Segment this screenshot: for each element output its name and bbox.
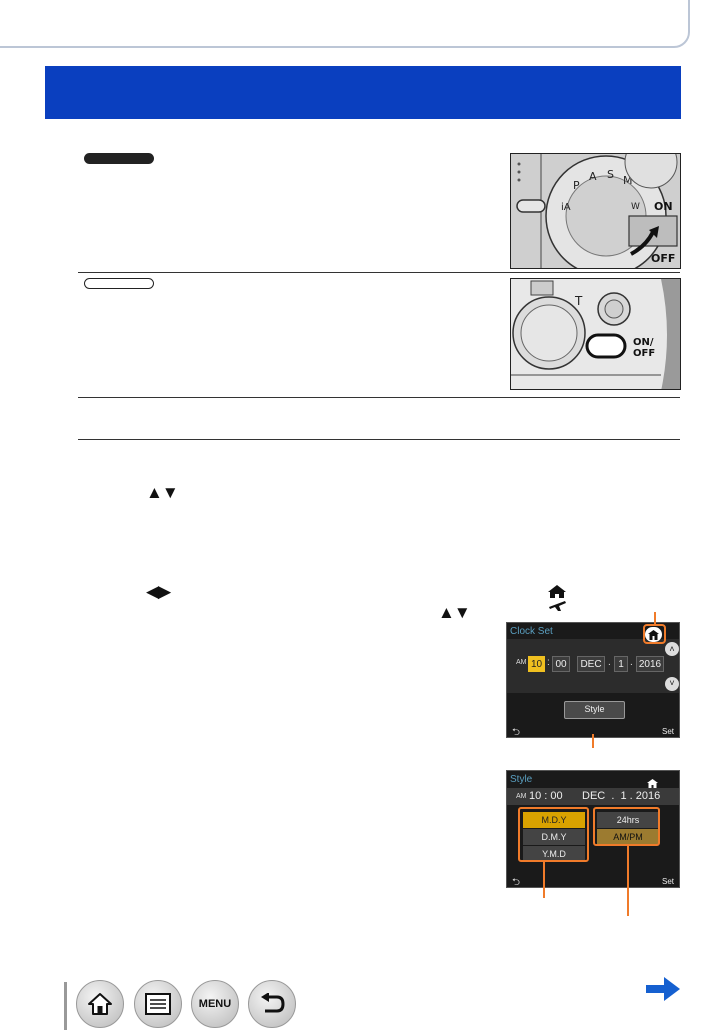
minute-field[interactable]: 00 [552, 656, 570, 672]
home-button[interactable] [76, 980, 124, 1028]
divider [78, 439, 680, 440]
svg-text:W: W [631, 202, 640, 212]
time-format-option[interactable]: AM/PM [597, 829, 659, 845]
menu-button[interactable]: MENU [191, 980, 239, 1028]
svg-text:A: A [589, 170, 597, 183]
section-title-band [45, 66, 681, 119]
svg-text:S: S [607, 168, 614, 181]
contents-button[interactable] [134, 980, 182, 1028]
list-icon [145, 993, 171, 1015]
callout-line [543, 862, 545, 898]
nav-divider [64, 982, 67, 1030]
svg-text:P: P [573, 179, 580, 192]
date-format-option[interactable]: D.M.Y [523, 829, 585, 845]
chevron-down-icon[interactable]: ˅ [665, 677, 679, 691]
style-screen: Style AM 10 : 00 DEC . 1 . 2016 M.D.Y D.… [506, 770, 680, 888]
up-down-arrows-icon: ▲▼ [146, 483, 179, 502]
year-field[interactable]: 2016 [636, 656, 664, 672]
svg-text:T: T [574, 294, 583, 308]
day-field[interactable]: 1 [614, 656, 628, 672]
svg-text:ON/: ON/ [633, 337, 654, 348]
set-button[interactable]: Set [662, 727, 675, 736]
style-time-row [507, 788, 679, 805]
back-button[interactable] [248, 980, 296, 1028]
home-icon [647, 776, 658, 789]
page-header-frame [0, 0, 690, 48]
date-format-option[interactable]: Y.M.D [523, 846, 585, 862]
model-badge-dark [84, 153, 154, 164]
date-format-option[interactable]: M.D.Y [523, 812, 585, 828]
callout-line [592, 734, 594, 748]
svg-text:OFF: OFF [633, 348, 655, 359]
time-format-option[interactable]: 24hrs [597, 812, 659, 828]
home-icon [88, 993, 112, 1015]
callout-box [643, 624, 666, 644]
clock-set-screen: Clock Set ˄ ˅ AM 10 : 00 DEC . 1 . 2016 … [506, 622, 680, 738]
camera-dial-photo: P A S M W C iA ON OFF [510, 153, 681, 269]
ampm-tag: AM [516, 793, 527, 800]
camera-power-button-photo: T ON/ OFF [510, 278, 681, 390]
model-badge-outline [84, 278, 154, 289]
month-field[interactable]: DEC [577, 656, 605, 672]
ampm-tag: AM [516, 659, 527, 666]
left-right-arrows-icon: ◀▶ [146, 582, 171, 601]
style-button[interactable]: Style [564, 701, 625, 719]
callout-box [593, 807, 660, 846]
dial-off-label: OFF [651, 252, 675, 265]
divider [78, 272, 680, 273]
svg-text:M: M [623, 174, 633, 187]
callout-box [518, 807, 589, 862]
svg-text:iA: iA [561, 202, 571, 213]
menu-icon: MENU [198, 998, 232, 1010]
style-title: Style [510, 774, 533, 785]
home-icon [645, 627, 662, 642]
style-date-value: DEC . 1 . 2016 [582, 790, 661, 802]
back-icon[interactable]: ⮌ [512, 877, 521, 888]
home-travel-icon [545, 584, 569, 612]
style-time-value: 10 : 00 [529, 790, 563, 802]
next-page-arrow-icon[interactable] [646, 977, 680, 1001]
back-icon [261, 993, 285, 1013]
set-button[interactable]: Set [662, 877, 675, 886]
back-icon[interactable]: ⮌ [512, 727, 521, 738]
up-down-arrows-icon: ▲▼ [438, 603, 471, 622]
clock-set-title: Clock Set [510, 626, 553, 637]
dial-on-label: ON [654, 200, 673, 213]
hour-field[interactable]: 10 [528, 656, 545, 672]
divider [78, 397, 680, 398]
chevron-up-icon[interactable]: ˄ [665, 642, 679, 656]
callout-line [654, 612, 656, 624]
callout-line [627, 846, 629, 916]
